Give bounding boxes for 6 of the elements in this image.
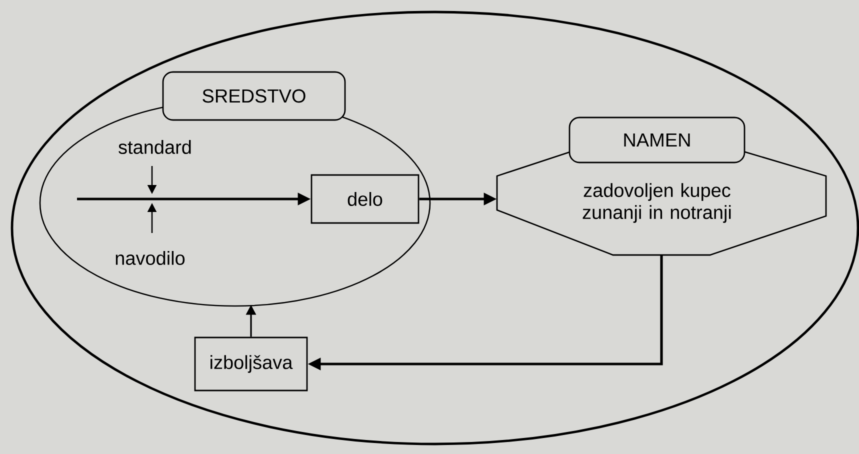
label: navodilo bbox=[116, 251, 185, 265]
octagon-box: NAMEN zadovoljen kupec zunanji in notranji bbox=[496, 116, 827, 256]
label: standard bbox=[118, 140, 191, 154]
process-box: izboljšava bbox=[194, 336, 308, 392]
node-label: NAMEN bbox=[624, 133, 690, 147]
process-box: delo bbox=[310, 174, 420, 224]
